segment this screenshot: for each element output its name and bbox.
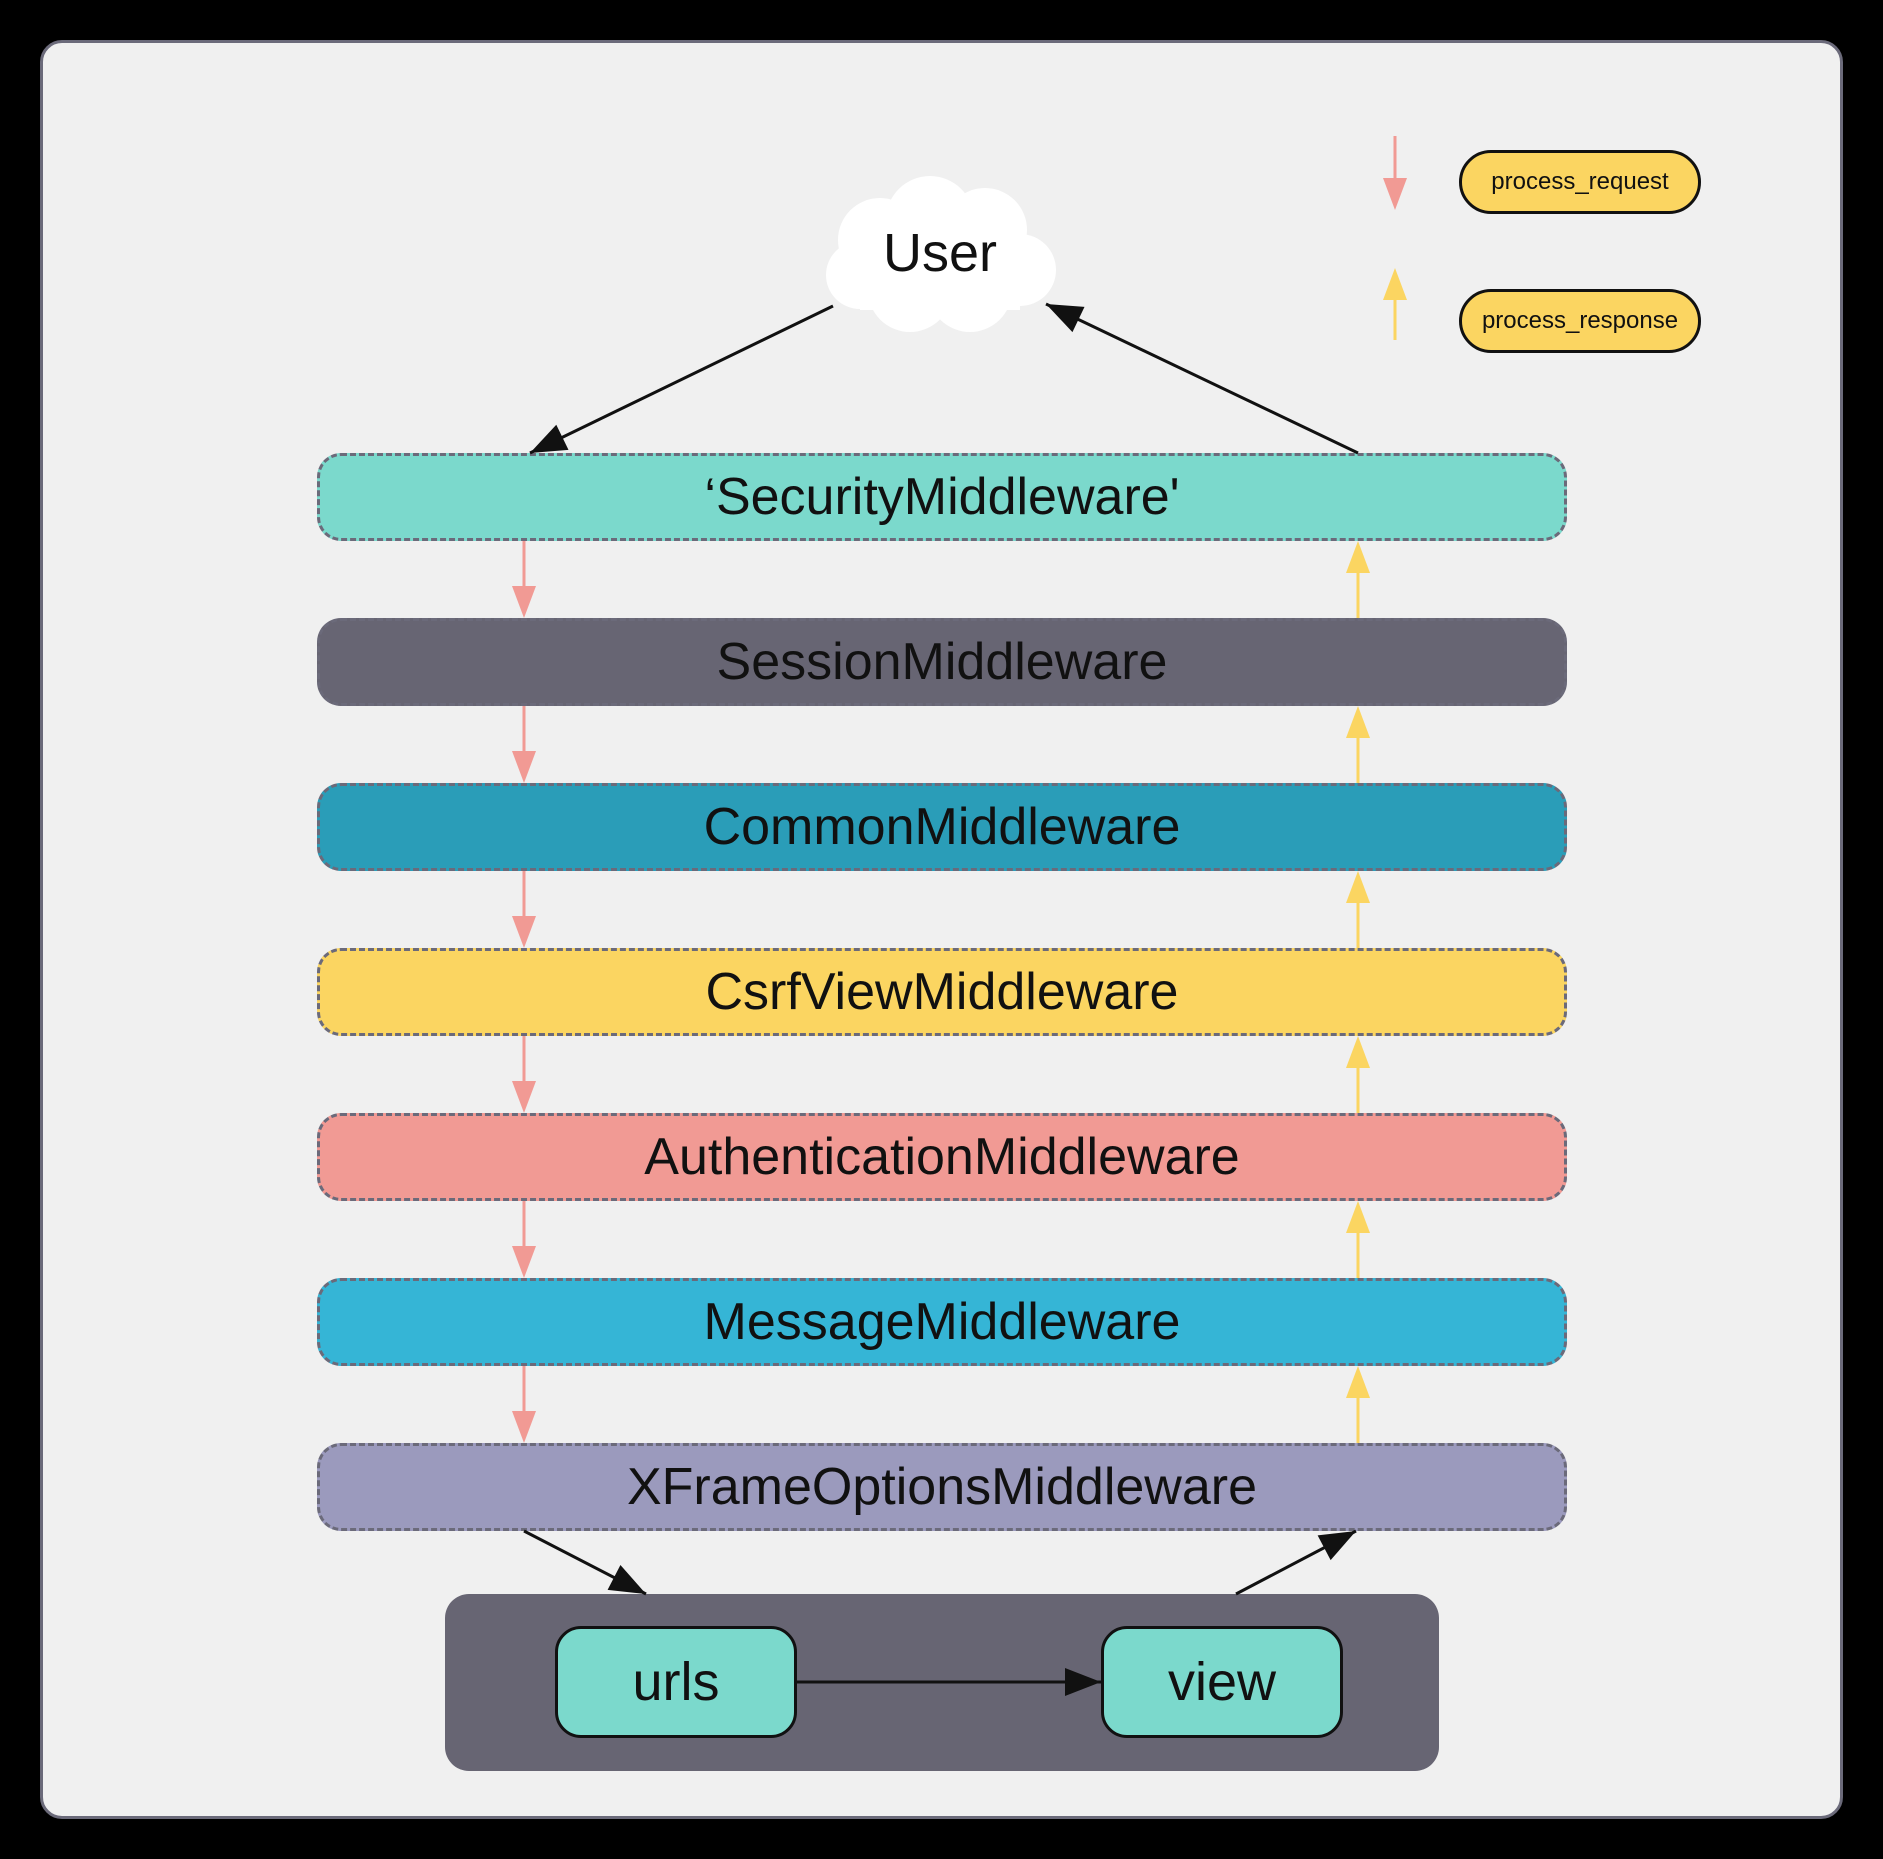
authentication-middleware-layer: AuthenticationMiddleware: [317, 1113, 1567, 1201]
user-cloud: [826, 176, 1056, 332]
csrf-view-middleware-layer: CsrfViewMiddleware: [317, 948, 1567, 1036]
common-middleware-layer: CommonMiddleware: [317, 783, 1567, 871]
security-middleware-layer: ‘SecurityMiddleware': [317, 453, 1567, 541]
session-middleware-layer: SessionMiddleware: [317, 618, 1567, 706]
urls-node: urls: [555, 1626, 797, 1738]
legend-process-response: process_response: [1459, 289, 1701, 353]
message-middleware-layer: MessageMiddleware: [317, 1278, 1567, 1366]
xframe-options-middleware-layer: XFrameOptionsMiddleware: [317, 1443, 1567, 1531]
legend-process-request: process_request: [1459, 150, 1701, 214]
view-node: view: [1101, 1626, 1343, 1738]
user-label: User: [882, 223, 997, 283]
